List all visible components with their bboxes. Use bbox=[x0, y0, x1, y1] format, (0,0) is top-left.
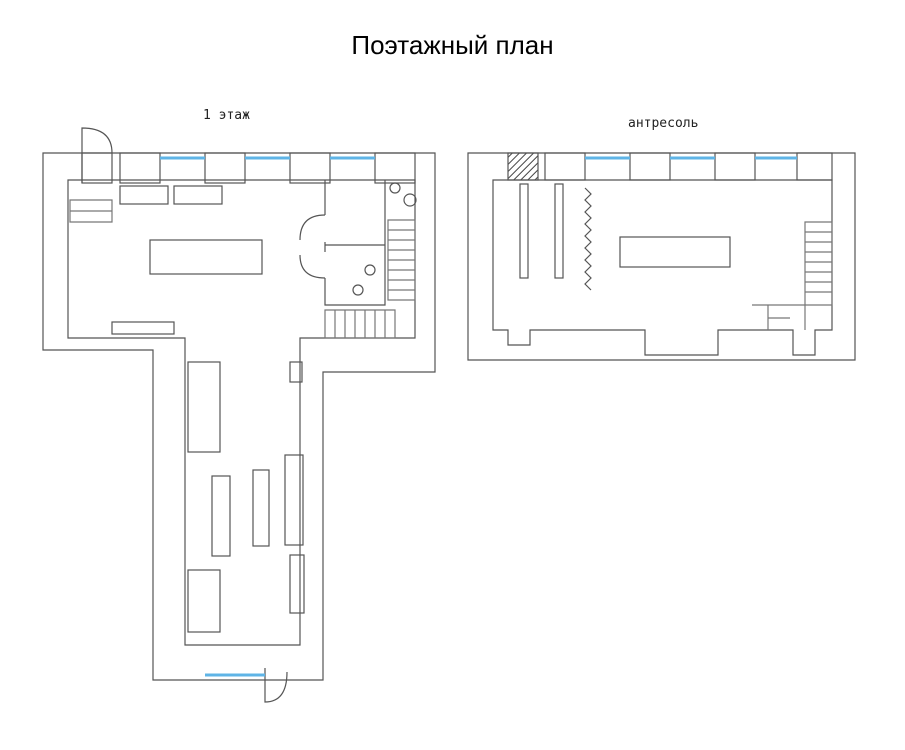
staircase-lower bbox=[324, 309, 396, 339]
shelf bbox=[119, 185, 169, 205]
curtain bbox=[584, 187, 592, 291]
sink-icon bbox=[352, 284, 364, 296]
entrance-door bbox=[264, 668, 288, 703]
floor-label-mezzanine: антресоль bbox=[628, 116, 699, 131]
window-pier bbox=[796, 152, 833, 181]
display-rack bbox=[211, 475, 231, 557]
rack bbox=[519, 183, 529, 279]
bathroom-door bbox=[299, 214, 326, 279]
sink-icon bbox=[389, 182, 401, 194]
display-rack bbox=[289, 554, 305, 614]
display-rack bbox=[187, 569, 221, 633]
entrance-box bbox=[81, 152, 113, 184]
rack bbox=[554, 183, 564, 279]
ventilation-shaft bbox=[507, 152, 539, 181]
windows bbox=[160, 156, 797, 677]
central-table bbox=[149, 239, 263, 275]
stair-landing bbox=[752, 304, 806, 330]
display-rack bbox=[284, 454, 304, 546]
page-title: Поэтажный план bbox=[351, 30, 554, 60]
window-pier bbox=[374, 152, 416, 184]
central-table bbox=[619, 236, 731, 268]
entry-steps bbox=[69, 199, 113, 223]
window-pier bbox=[204, 152, 246, 184]
counter bbox=[111, 321, 175, 335]
display-rack bbox=[187, 361, 221, 453]
display-rack bbox=[289, 361, 303, 383]
window-pier bbox=[119, 152, 161, 184]
door-swing bbox=[81, 127, 113, 183]
mezzanine-staircase bbox=[804, 221, 833, 306]
first-floor-plan bbox=[42, 127, 436, 703]
bathroom-partition bbox=[324, 180, 386, 306]
shelf bbox=[173, 185, 223, 205]
window-pier bbox=[629, 152, 671, 181]
window-pier bbox=[289, 152, 331, 184]
first-floor-outer-wall bbox=[42, 152, 436, 681]
toilet-icon bbox=[403, 193, 417, 207]
window-pier bbox=[714, 152, 756, 181]
display-rack bbox=[252, 469, 270, 547]
toilet-icon bbox=[364, 264, 376, 276]
mezzanine-plan bbox=[467, 152, 856, 361]
staircase-upper bbox=[387, 219, 416, 301]
mezzanine-inner-wall bbox=[492, 179, 833, 356]
floor-label-first: 1 этаж bbox=[203, 108, 250, 123]
first-floor-inner-wall bbox=[67, 179, 416, 646]
window-pier bbox=[544, 152, 586, 181]
